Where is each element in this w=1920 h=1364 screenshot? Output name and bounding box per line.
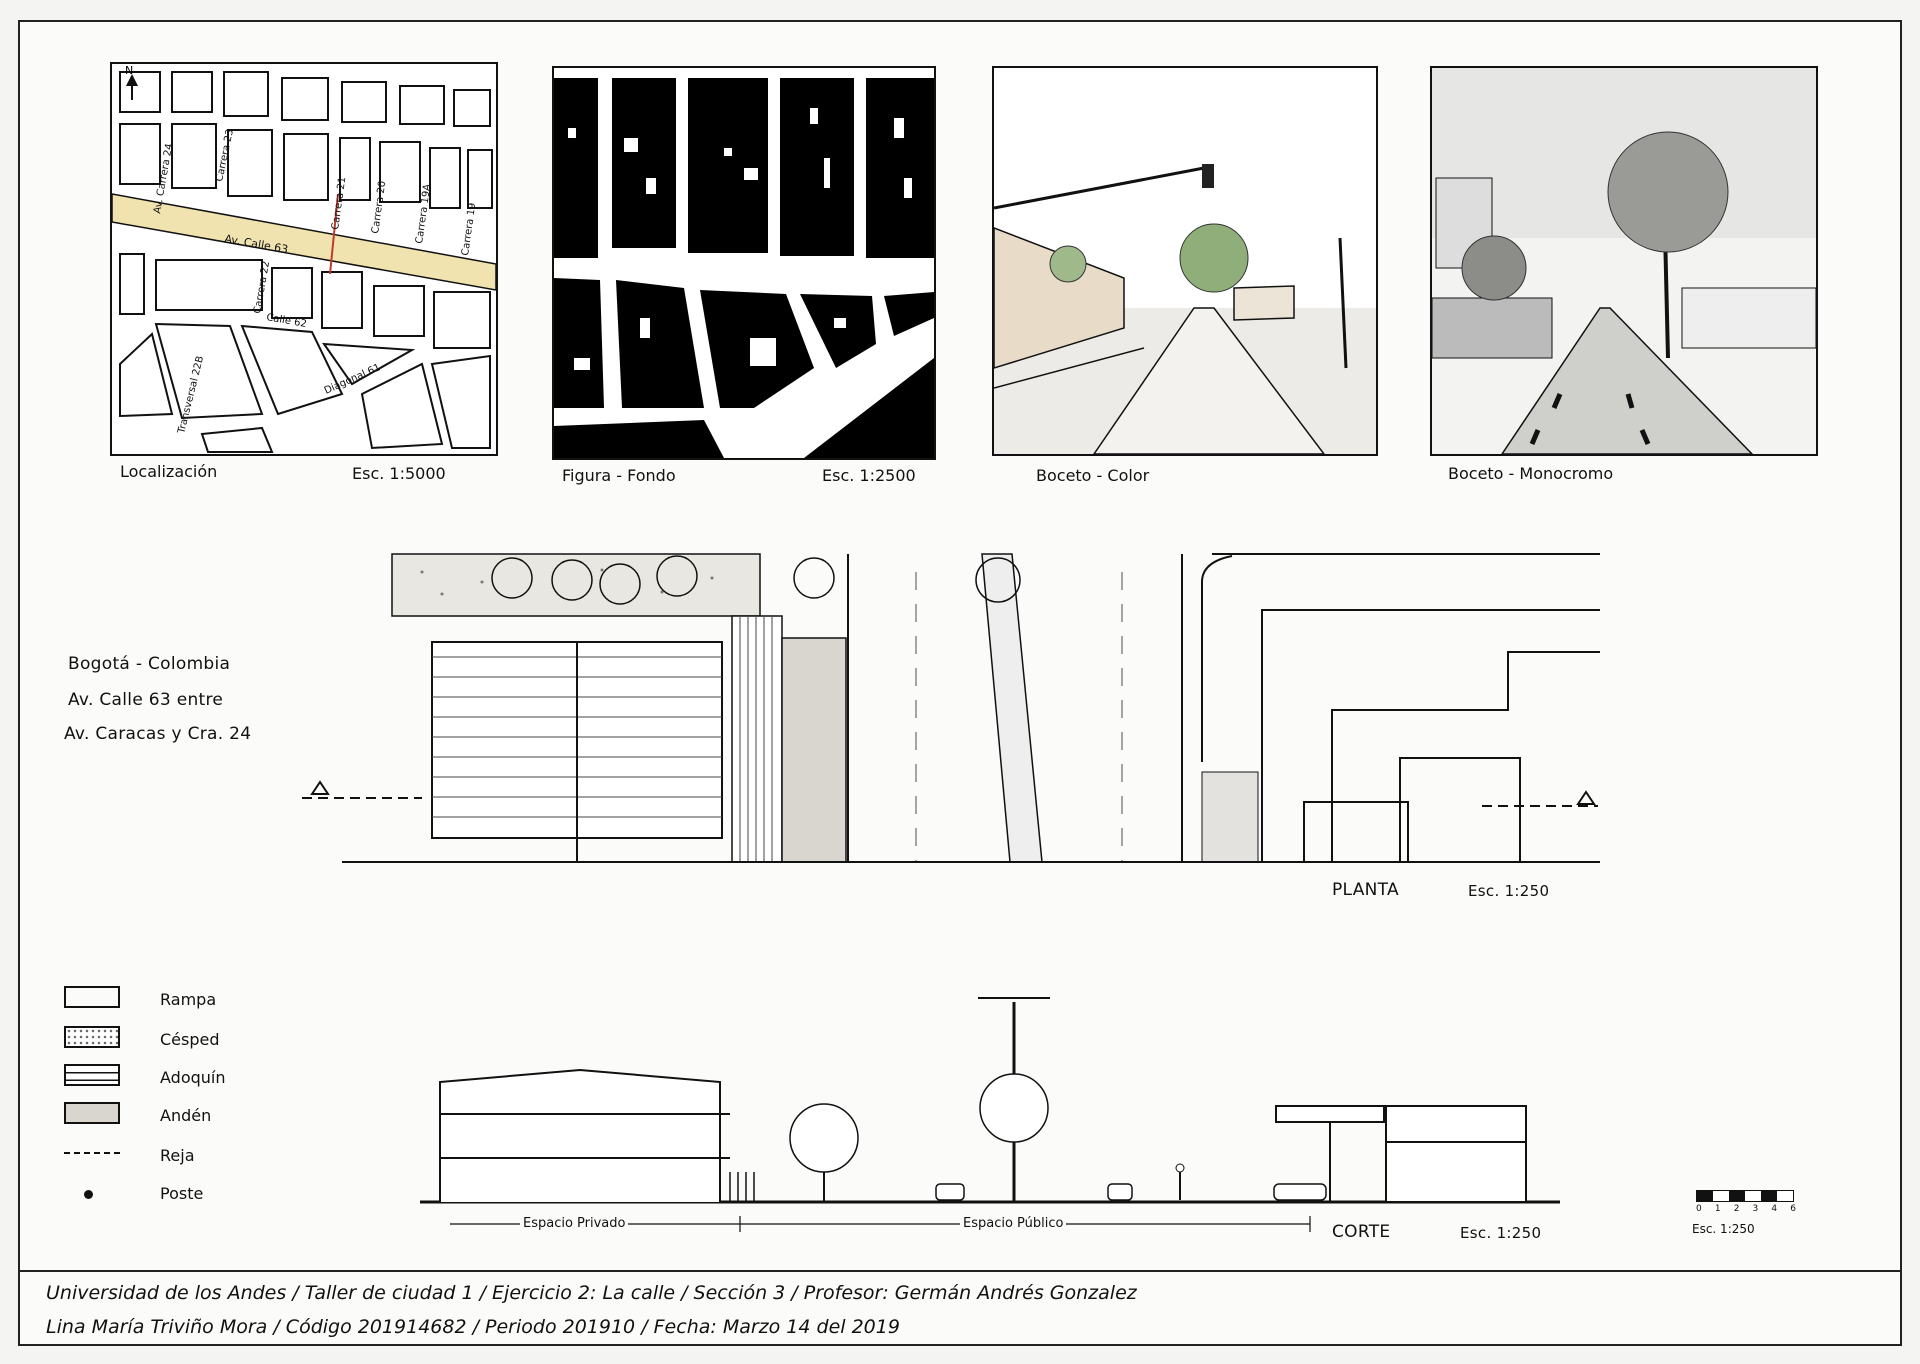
site-city: Bogotá - Colombia bbox=[68, 654, 231, 674]
plan-scale: Esc. 1:250 bbox=[1468, 882, 1550, 900]
site-between: Av. Caracas y Cra. 24 bbox=[64, 724, 252, 744]
legend-swatch-paver bbox=[64, 1064, 120, 1086]
legend-label-grass: Césped bbox=[160, 1030, 220, 1049]
scale-tick: 3 bbox=[1752, 1204, 1759, 1214]
legend-swatch-ramp bbox=[64, 986, 120, 1008]
street-plan-drawing bbox=[282, 522, 1600, 872]
footer-student-line: Lina María Triviño Mora / Código 2019146… bbox=[46, 1316, 900, 1338]
plan-title: PLANTA bbox=[1332, 880, 1399, 900]
legend-label-paver: Adoquín bbox=[160, 1068, 226, 1087]
mono-sketch bbox=[1430, 66, 1818, 456]
legend-label-sidewalk: Andén bbox=[160, 1106, 212, 1125]
graphic-scale-ticks: 0 1 2 3 4 6 bbox=[1696, 1204, 1796, 1214]
section-public-label: Espacio Público bbox=[960, 1216, 1067, 1231]
legend-swatch-post bbox=[84, 1190, 93, 1199]
legend-swatch-grass bbox=[64, 1026, 120, 1048]
location-caption: Localización bbox=[120, 462, 218, 481]
footer-course-line: Universidad de los Andes / Taller de ciu… bbox=[46, 1282, 1137, 1304]
graphic-scale bbox=[1696, 1190, 1794, 1202]
mono-sketch-drawing bbox=[1432, 68, 1816, 454]
scale-tick: 4 bbox=[1771, 1204, 1778, 1214]
figure-ground-drawing bbox=[554, 68, 934, 458]
color-sketch-drawing bbox=[994, 68, 1376, 454]
north-label: N bbox=[125, 64, 133, 77]
mono-sketch-caption: Boceto - Monocromo bbox=[1448, 464, 1614, 483]
location-map: N Av. Carrera 24 Carrera 23 Carrera 21 C… bbox=[110, 62, 498, 456]
color-sketch-caption: Boceto - Color bbox=[1036, 466, 1150, 485]
legend-label-post: Poste bbox=[160, 1184, 204, 1203]
location-map-drawing: N Av. Carrera 24 Carrera 23 Carrera 21 C… bbox=[112, 64, 496, 454]
graphic-scale-label: Esc. 1:250 bbox=[1692, 1222, 1755, 1236]
scale-tick: 0 bbox=[1696, 1204, 1702, 1214]
street-section bbox=[400, 962, 1580, 1252]
legend-label-ramp: Rampa bbox=[160, 990, 217, 1009]
color-sketch bbox=[992, 66, 1378, 456]
title-block: Universidad de los Andes / Taller de ciu… bbox=[20, 1270, 1900, 1350]
drawing-sheet: N Av. Carrera 24 Carrera 23 Carrera 21 C… bbox=[18, 20, 1902, 1346]
legend-swatch-fence bbox=[64, 1152, 120, 1154]
street-plan bbox=[282, 522, 1600, 872]
figure-ground-caption: Figura - Fondo bbox=[562, 466, 676, 485]
site-street: Av. Calle 63 entre bbox=[68, 690, 224, 710]
scale-tick: 2 bbox=[1733, 1204, 1740, 1214]
figure-ground-scale: Esc. 1:2500 bbox=[822, 466, 916, 485]
location-scale: Esc. 1:5000 bbox=[352, 464, 446, 483]
figure-ground-map bbox=[552, 66, 936, 460]
scale-tick: 6 bbox=[1790, 1204, 1796, 1214]
street-section-drawing bbox=[420, 997, 1560, 1232]
legend-swatch-sidewalk bbox=[64, 1102, 120, 1124]
section-title: CORTE bbox=[1332, 1222, 1391, 1242]
scale-tick: 1 bbox=[1714, 1204, 1721, 1214]
section-scale: Esc. 1:250 bbox=[1460, 1224, 1542, 1242]
legend-label-fence: Reja bbox=[160, 1146, 195, 1165]
section-private-label: Espacio Privado bbox=[520, 1216, 629, 1231]
